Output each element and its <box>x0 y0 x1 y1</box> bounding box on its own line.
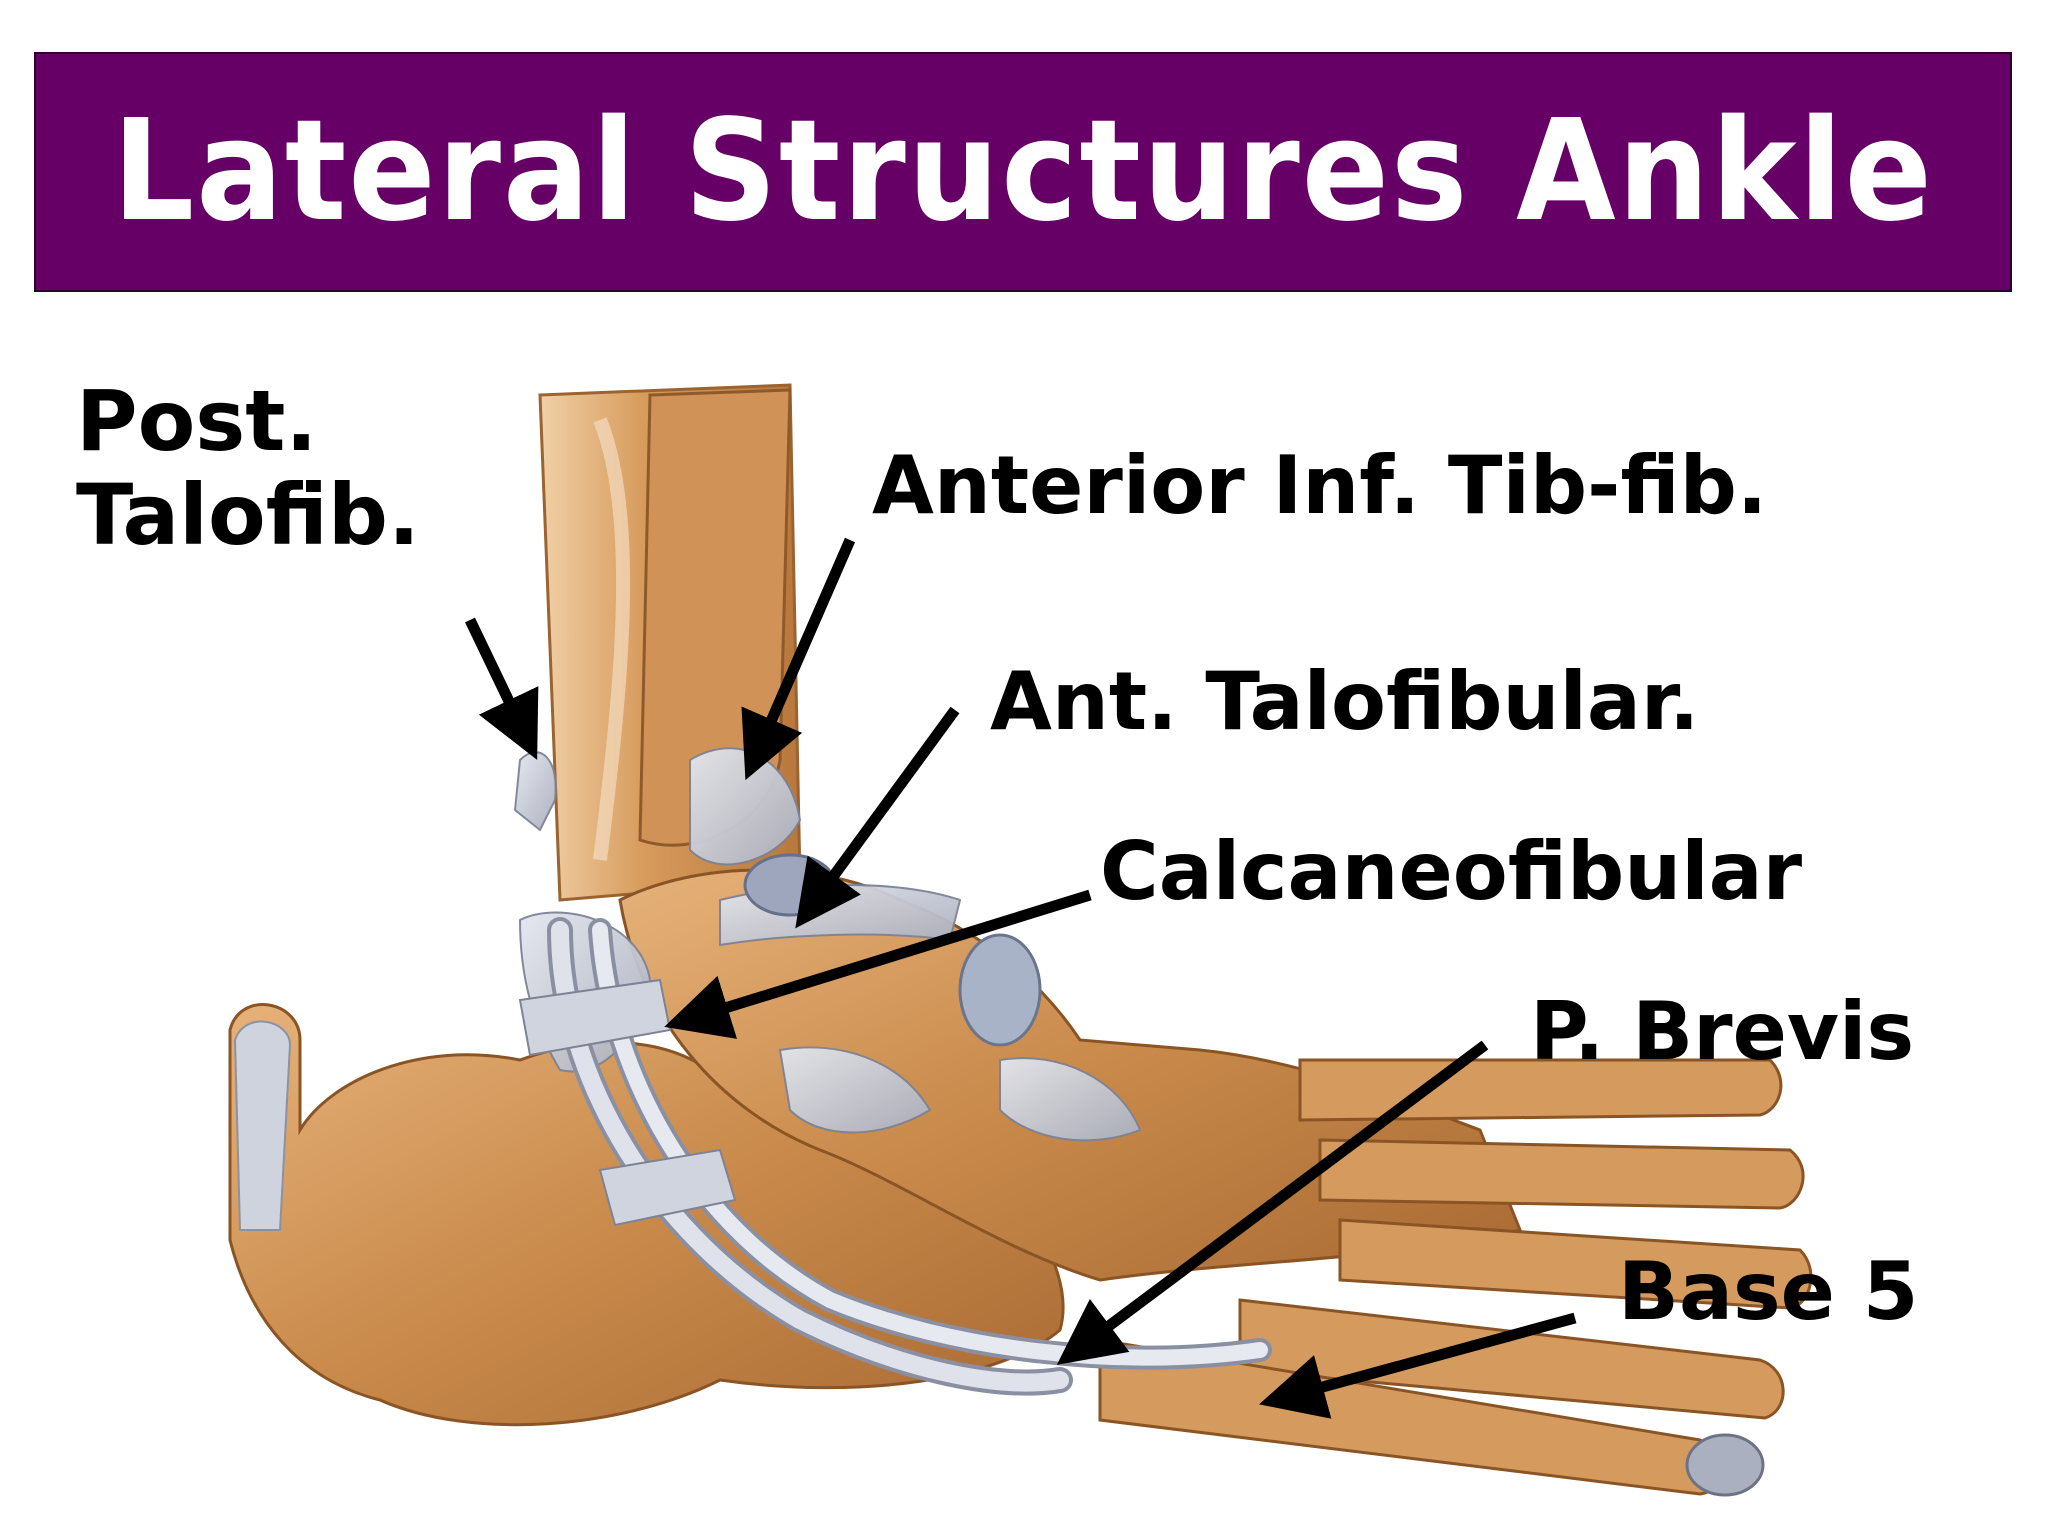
label-base-5: Base 5 <box>1618 1245 1919 1338</box>
title-bar: Lateral Structures Ankle <box>34 52 2012 292</box>
label-p-brevis: P. Brevis <box>1530 985 1915 1078</box>
label-post-talofib-line2: Talofib. <box>76 466 420 565</box>
label-post-talofib: Post. Talofib. <box>76 374 420 562</box>
label-anterior-inf-tib-fib: Anterior Inf. Tib-fib. <box>872 439 1768 532</box>
page-title: Lateral Structures Ankle <box>112 90 1934 253</box>
label-ant-talofibular: Ant. Talofibular. <box>990 655 1700 748</box>
label-calcaneofibular: Calcaneofibular <box>1100 825 1803 918</box>
label-post-talofib-line1: Post. <box>76 372 318 470</box>
